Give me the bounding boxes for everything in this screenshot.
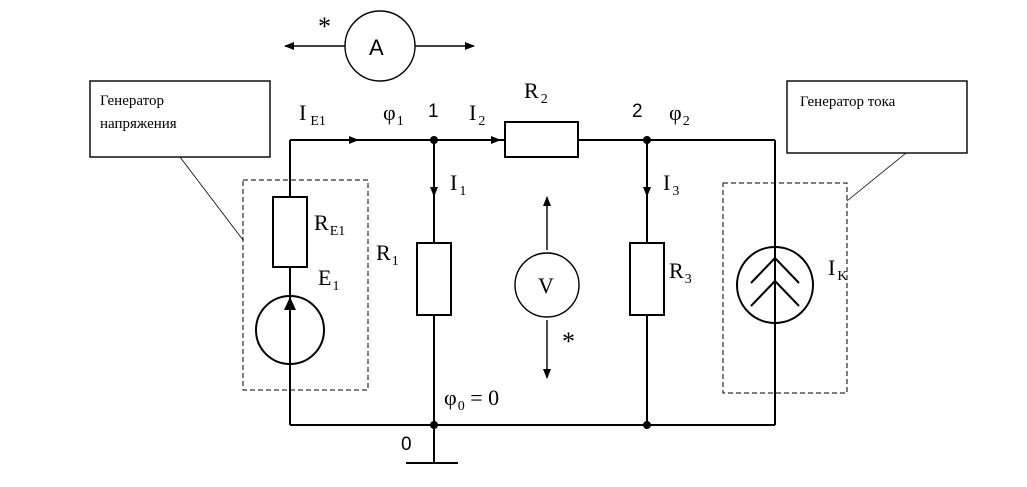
label-r3: R3 (669, 258, 692, 287)
label-phi0: φ0 = 0 (444, 385, 499, 414)
ammeter-star: * (318, 12, 331, 41)
resistor-r3 (629, 242, 665, 316)
voltage-generator-callout: Генератор напряжения (89, 80, 271, 241)
voltmeter-star: * (562, 327, 575, 356)
wires (289, 139, 776, 464)
node-0-dot (430, 421, 438, 429)
current-source-chevron-bottom (750, 279, 800, 307)
callout-line-1: Генератор (100, 93, 164, 109)
resistor-r1 (416, 242, 452, 316)
voltmeter: V * (514, 196, 580, 379)
node-1-dot (430, 136, 438, 144)
label-phi2: φ2 (669, 100, 690, 129)
label-re1: RE1 (314, 210, 345, 239)
callout-line-2: напряжения (100, 116, 177, 132)
callout-leader-line (179, 156, 244, 241)
label-phi1: φ1 (383, 100, 404, 129)
voltage-source-arrowhead (284, 297, 296, 310)
current-source-chevron-top (750, 256, 800, 284)
node-2-dot (643, 136, 651, 144)
label-node-0: 0 (401, 434, 412, 455)
ammeter-label: A (369, 35, 384, 60)
ammeter-circle (344, 10, 416, 82)
current-source-ik (736, 246, 814, 324)
label-r1: R1 (376, 240, 399, 269)
node-dots (430, 136, 651, 429)
label-e1: E1 (318, 265, 339, 294)
ammeter: A * (284, 10, 475, 82)
label-node-1: 1 (428, 101, 439, 122)
resistor-r2 (504, 121, 579, 158)
voltage-generator-dashed-box (242, 179, 369, 391)
voltmeter-circle (514, 252, 580, 318)
resistor-re1 (272, 196, 308, 268)
voltage-source-e1 (255, 295, 325, 365)
callout-leader-line (846, 152, 907, 202)
callout-text: Генератор тока (800, 94, 896, 110)
current-generator-callout: Генератор тока (786, 80, 968, 202)
voltmeter-label: V (538, 273, 554, 298)
node-bottom-right-dot (643, 421, 651, 429)
label-node-2: 2 (632, 101, 643, 122)
current-generator-dashed-box (722, 182, 848, 394)
